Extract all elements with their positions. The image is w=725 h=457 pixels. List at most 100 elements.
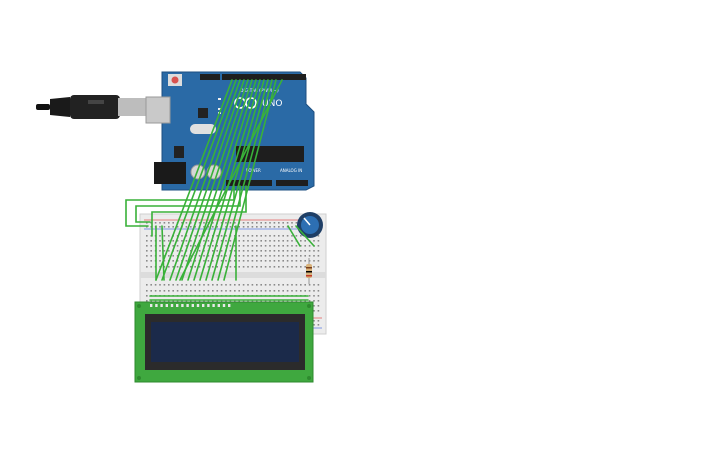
- jumper-wire[interactable]: [193, 79, 257, 281]
- breadboard-hole: [181, 222, 183, 224]
- breadboard-hole: [225, 235, 227, 237]
- breadboard-hole: [304, 240, 306, 242]
- jumper-wire[interactable]: [135, 185, 241, 223]
- jumper-wire[interactable]: [125, 185, 235, 227]
- breadboard-hole: [238, 284, 240, 286]
- led-l: [218, 98, 221, 100]
- breadboard-hole: [247, 235, 249, 237]
- breadboard-hole: [291, 226, 293, 228]
- potentiometer[interactable]: [297, 212, 323, 238]
- breadboard-hole: [168, 222, 170, 224]
- lcd-mount-hole-tr: [307, 304, 311, 308]
- breadboard-hole: [313, 290, 315, 292]
- breadboard-hole: [229, 284, 232, 286]
- breadboard-hole: [212, 245, 214, 247]
- breadboard-hole: [229, 250, 232, 252]
- breadboard-hole: [163, 266, 166, 268]
- breadboard-hole: [273, 240, 276, 242]
- breadboard-hole: [163, 222, 166, 224]
- breadboard-hole: [168, 290, 170, 292]
- breadboard-hole: [247, 245, 249, 247]
- breadboard-hole: [260, 255, 262, 257]
- breadboard-hole: [176, 255, 179, 257]
- jumper-wire[interactable]: [179, 79, 283, 281]
- breadboard-hole: [251, 284, 254, 286]
- led-tx: [218, 108, 221, 110]
- breadboard-hole: [282, 255, 284, 257]
- breadboard-hole: [146, 245, 148, 247]
- breadboard-center-channel: [140, 272, 326, 278]
- breadboard-hole: [317, 300, 320, 302]
- usb-b-port: [145, 96, 171, 124]
- lcd-pin: [222, 304, 226, 307]
- jumper-wire[interactable]: [287, 225, 301, 247]
- jumper-wire[interactable]: [161, 225, 165, 281]
- breadboard-hole: [256, 235, 258, 237]
- breadboard-hole: [181, 255, 183, 257]
- breadboard-hole: [146, 250, 148, 252]
- breadboard-hole: [207, 240, 210, 242]
- breadboard-hole: [163, 290, 166, 292]
- breadboard-hole: [264, 235, 267, 237]
- breadboard-hole: [256, 260, 258, 262]
- breadboard-hole: [300, 235, 302, 237]
- breadboard-hole: [150, 290, 152, 292]
- board-logo-text: UNO: [262, 99, 282, 109]
- jumper-wire[interactable]: [169, 79, 241, 281]
- breadboard-hole: [154, 290, 157, 292]
- usb-cable[interactable]: [36, 95, 146, 119]
- breadboard-hole: [159, 260, 161, 262]
- breadboard-hole: [242, 266, 245, 268]
- breadboard-hole: [286, 260, 289, 262]
- breadboard-hole: [269, 260, 271, 262]
- breadboard-hole: [282, 245, 284, 247]
- breadboard-hole: [229, 240, 232, 242]
- breadboard-hole: [203, 260, 205, 262]
- jumper-wire[interactable]: [187, 79, 253, 281]
- jumper-wire[interactable]: [223, 79, 277, 281]
- breadboard-hole: [313, 305, 315, 307]
- breadboard-hole: [150, 284, 152, 286]
- breadboard-hole: [260, 260, 262, 262]
- breadboard-hole: [234, 250, 236, 252]
- jumper-wire[interactable]: [205, 79, 265, 281]
- breadboard-hole: [238, 255, 240, 257]
- breadboard-hole: [159, 255, 161, 257]
- resistor-band-3: [306, 275, 312, 277]
- breadboard-hole: [181, 290, 183, 292]
- breadboard-hole: [313, 324, 315, 326]
- jumper-wire[interactable]: [295, 225, 315, 247]
- lcd-pin: [186, 304, 189, 307]
- jumper-wire[interactable]: [161, 79, 237, 281]
- jumper-wire[interactable]: [151, 185, 247, 237]
- lcd-pin: [212, 304, 215, 307]
- resistor[interactable]: [306, 258, 312, 284]
- breadboard-hole: [185, 222, 188, 224]
- jumper-wire[interactable]: [181, 79, 249, 281]
- breadboard-hole: [212, 260, 214, 262]
- breadboard-hole: [172, 290, 174, 292]
- jumper-wire[interactable]: [217, 79, 273, 281]
- reset-button[interactable]: [171, 76, 179, 84]
- breadboard-hole: [273, 250, 276, 252]
- lcd-pin: [160, 304, 163, 307]
- breadboard-hole: [291, 245, 293, 247]
- breadboard-hole: [264, 250, 267, 252]
- lcd-16x2[interactable]: [134, 301, 314, 383]
- lcd-mount-hole-tl: [137, 304, 141, 308]
- breadboard-hole: [185, 226, 188, 228]
- breadboard-hole: [176, 240, 179, 242]
- breadboard-hole: [207, 226, 210, 228]
- breadboard-hole: [159, 245, 161, 247]
- breadboard-hole: [168, 226, 170, 228]
- breadboard-hole: [313, 284, 315, 286]
- breadboard-hole: [304, 266, 306, 268]
- breadboard-hole: [234, 255, 236, 257]
- jumper-wire[interactable]: [211, 79, 269, 281]
- jumper-wire[interactable]: [175, 79, 245, 281]
- breadboard-hole: [234, 284, 236, 286]
- jumper-wire[interactable]: [155, 79, 233, 281]
- jumper-wires[interactable]: [125, 79, 315, 301]
- arduino-uno-board[interactable]: DIGITAL (PWM ~) POWER ANALOG IN UNO: [145, 71, 315, 191]
- jumper-wire[interactable]: [199, 79, 261, 281]
